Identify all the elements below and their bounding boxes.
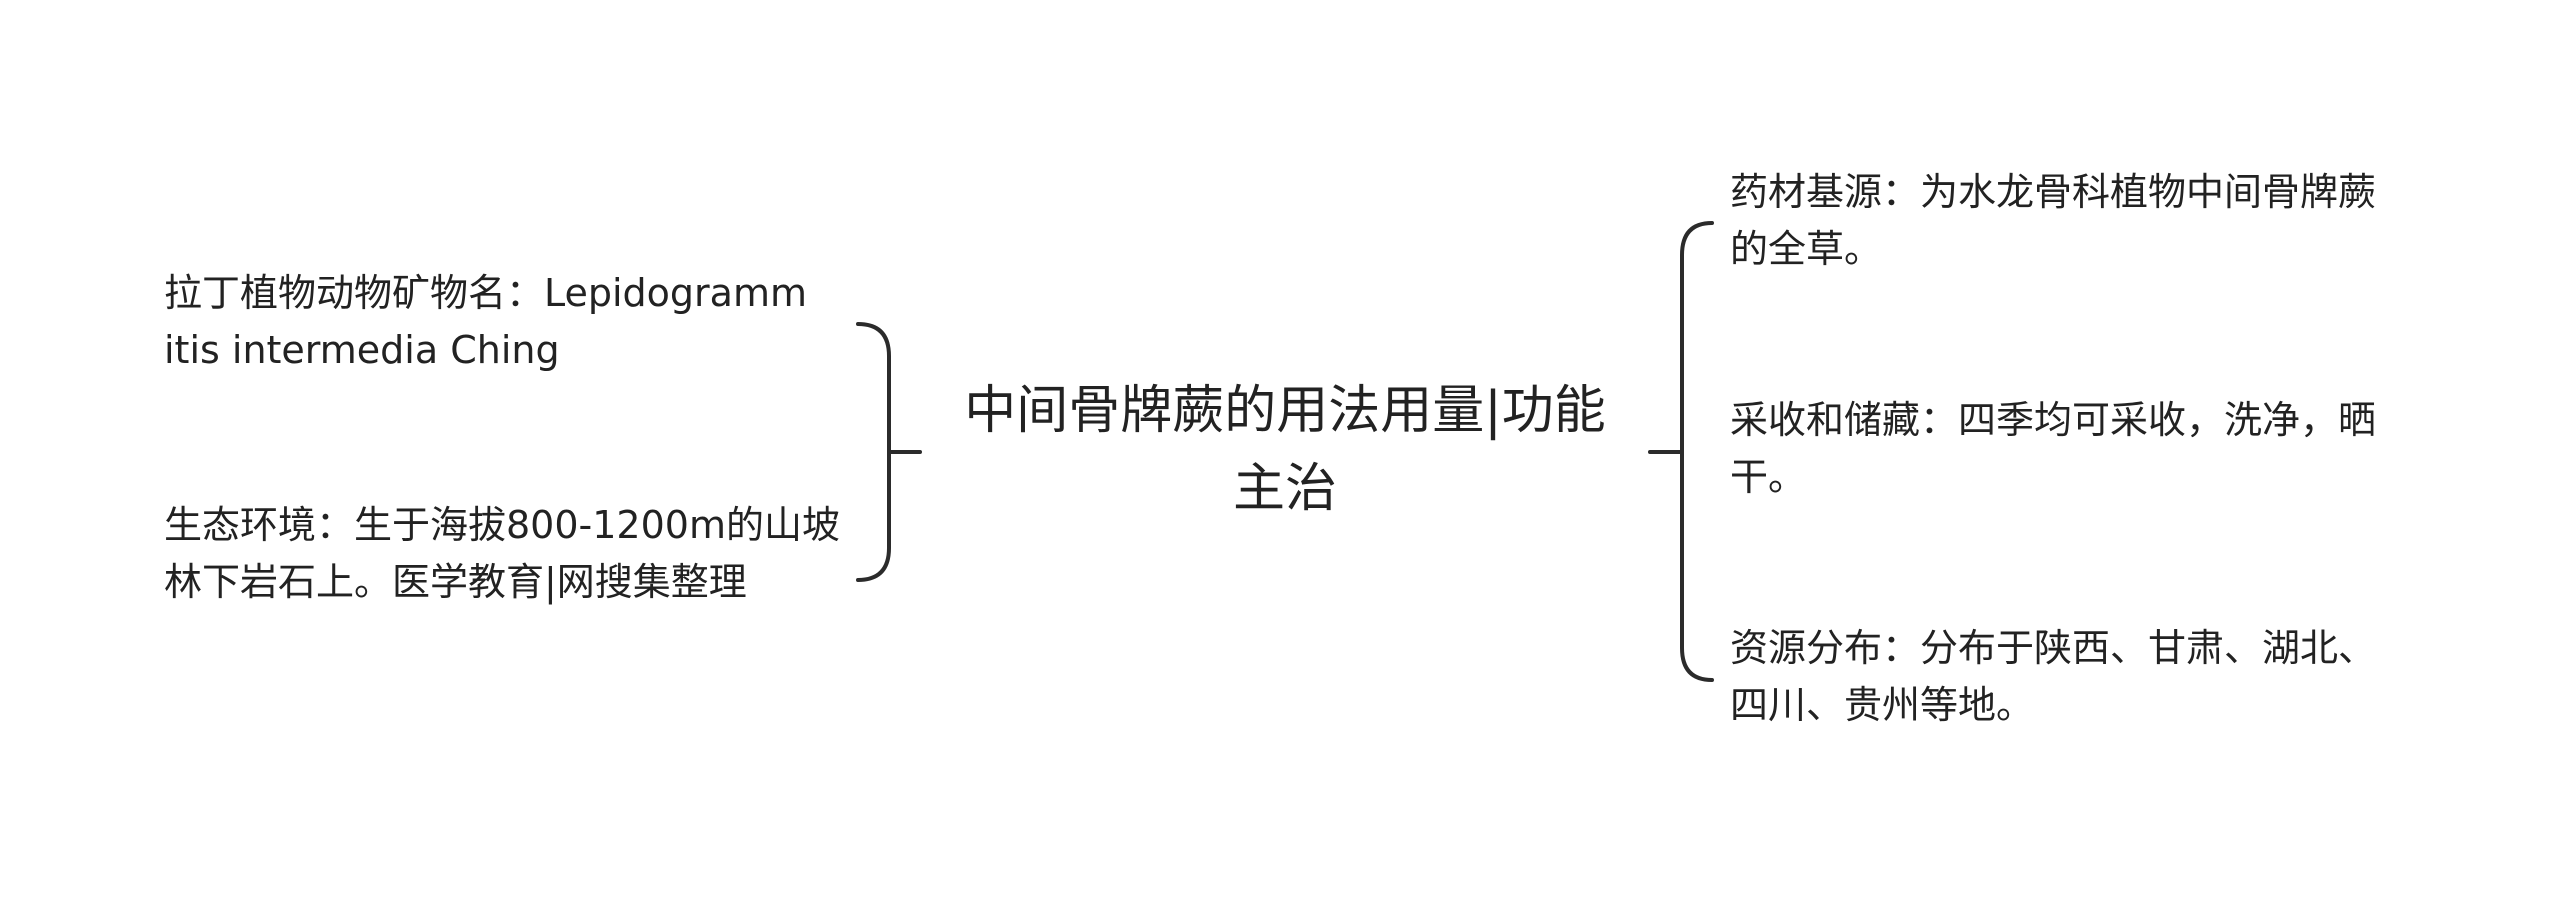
central-topic[interactable]: 中间骨牌蕨的用法用量|功能主治 bbox=[964, 381, 1606, 519]
branch-latin-name[interactable]: 拉丁植物动物矿物名：Lepidogrammitis intermedia Chi… bbox=[164, 271, 807, 372]
left-bracket bbox=[856, 322, 891, 582]
right-bracket bbox=[1680, 221, 1714, 682]
branch-source[interactable]: 药材基源：为水龙骨科植物中间骨牌蕨的全草。 bbox=[1730, 170, 2377, 271]
branch-harvest-storage[interactable]: 采收和储藏：四季均可采收，洗净，晒干。 bbox=[1730, 398, 2377, 499]
branch-distribution[interactable]: 资源分布：分布于陕西、甘肃、湖北、四川、贵州等地。 bbox=[1730, 626, 2377, 727]
branch-habitat[interactable]: 生态环境：生于海拔800-1200m的山坡林下岩石上。医学教育|网搜集整理 bbox=[164, 503, 840, 604]
